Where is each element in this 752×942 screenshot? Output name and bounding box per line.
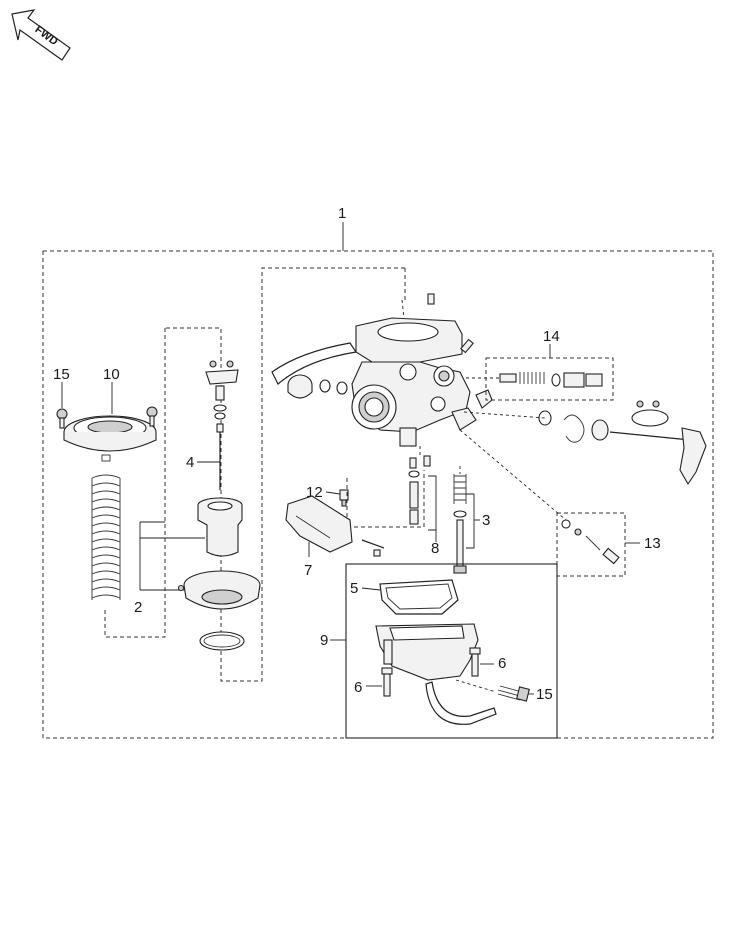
callout-14: 14 (543, 328, 560, 345)
diaphragm-cover (63, 415, 157, 452)
choke-valve (561, 519, 620, 565)
idle-screw (453, 474, 467, 574)
float (285, 495, 353, 553)
slide-group-boundary (104, 328, 166, 638)
cover-screw-left (56, 408, 68, 429)
drain-hose (425, 681, 497, 725)
plunger-cap (287, 374, 348, 399)
body-group-boundary (165, 267, 405, 682)
callout-5: 5 (350, 580, 358, 597)
fwd-label: FWD (33, 24, 60, 48)
callout-7: 7 (304, 562, 312, 579)
forward-arrow-icon: FWD (11, 9, 71, 61)
choke-group-boundary (556, 512, 626, 577)
callout-4: 4 (186, 454, 194, 471)
throttle-linkage (538, 400, 707, 486)
bowl-screw-right (469, 647, 481, 677)
float-bowl (375, 623, 479, 681)
callout-13: 13 (644, 535, 661, 552)
float-pin-screw (339, 489, 349, 507)
callout-6-right: 6 (498, 655, 506, 672)
diaphragm-ring (199, 631, 245, 651)
pilot-screw-group-boundary (485, 357, 614, 401)
callout-2: 2 (134, 599, 142, 616)
pilot-screw (499, 372, 603, 388)
needle-clip (205, 360, 239, 433)
vacuum-piston (197, 497, 243, 557)
main-jet-assembly (408, 455, 431, 525)
float-pin (361, 539, 385, 557)
carburetor-body (351, 293, 493, 447)
callout-10: 10 (103, 366, 120, 383)
float-bowl-group-boundary (345, 563, 558, 739)
callout-1: 1 (338, 205, 346, 222)
callout-15-left: 15 (53, 366, 70, 383)
callout-6-left: 6 (354, 679, 362, 696)
callout-9: 9 (320, 632, 328, 649)
callout-3: 3 (482, 512, 490, 529)
callout-8: 8 (431, 540, 439, 557)
bowl-screw-left (381, 667, 393, 697)
slide-spring (91, 454, 121, 600)
cover-screw-right (146, 406, 158, 427)
bowl-gasket (379, 579, 459, 615)
callout-15-right: 15 (536, 686, 553, 703)
vent-hose (271, 342, 358, 385)
drain-screw (497, 685, 530, 702)
diaphragm (177, 570, 261, 610)
